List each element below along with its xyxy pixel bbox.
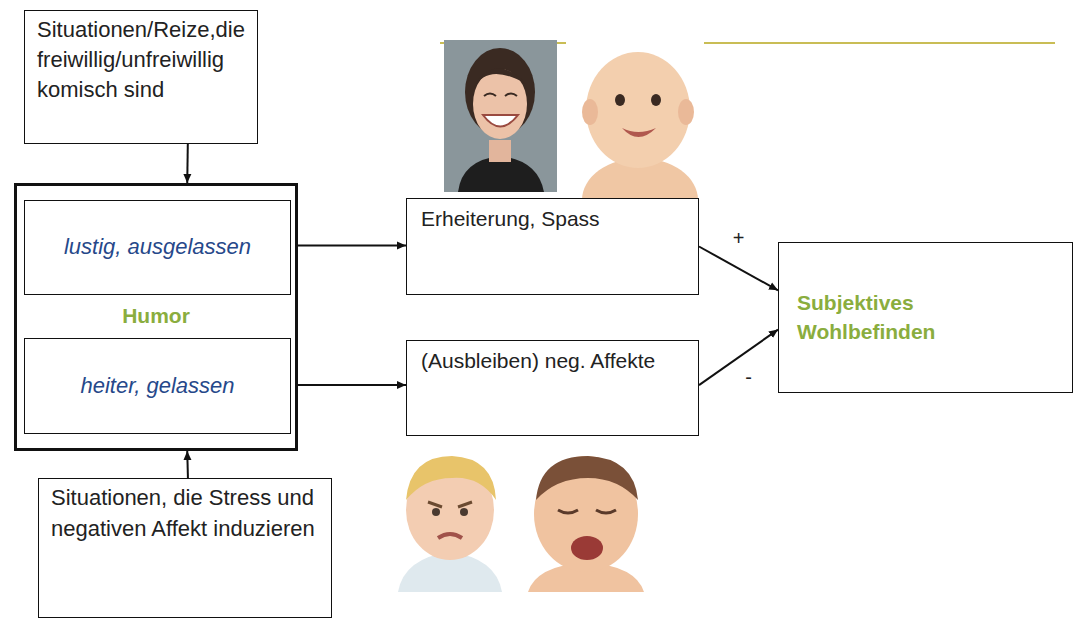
stimulus-box: Situationen/Reize,die freiwillig/unfreiw… (24, 10, 258, 144)
node-text: Situationen, die Stress und negativen Af… (51, 483, 319, 545)
humor-style-box: lustig, ausgelassen (24, 200, 291, 295)
photo-laughing-woman (444, 40, 557, 192)
node-text: lustig, ausgelassen (64, 233, 251, 262)
humor-group: Humor lustig, ausgelassen heiter, gelassen (14, 183, 298, 451)
rule-line (704, 42, 1055, 44)
outcome-box: Subjektives Wohlbefinden (778, 242, 1073, 393)
node-text: Humor (17, 304, 295, 328)
effect-box: Erheiterung, Spass (406, 198, 699, 295)
photo-crying-baby (528, 456, 644, 592)
stress-box: Situationen, die Stress und negativen Af… (38, 478, 332, 618)
arrow-connector (186, 451, 189, 478)
node-text: Situationen/Reize,die freiwillig/unfreiw… (37, 15, 245, 105)
effect-box: (Ausbleiben) neg. Affekte (406, 340, 699, 436)
arrow-connector (699, 247, 778, 291)
humor-style-box: heiter, gelassen (24, 338, 291, 434)
photo-frowning-boy (398, 456, 502, 592)
node-text: (Ausbleiben) neg. Affekte (421, 347, 684, 375)
arrow-connector (291, 245, 406, 247)
edge-sign: + (730, 227, 748, 249)
node-text: Erheiterung, Spass (421, 205, 684, 233)
edge-sign: - (742, 366, 755, 388)
arrow-connector (699, 330, 778, 386)
arrow-connector (186, 144, 189, 183)
node-text: heiter, gelassen (80, 372, 234, 401)
arrow-connector (291, 384, 406, 386)
node-text: Subjektives Wohlbefinden (797, 289, 1054, 346)
